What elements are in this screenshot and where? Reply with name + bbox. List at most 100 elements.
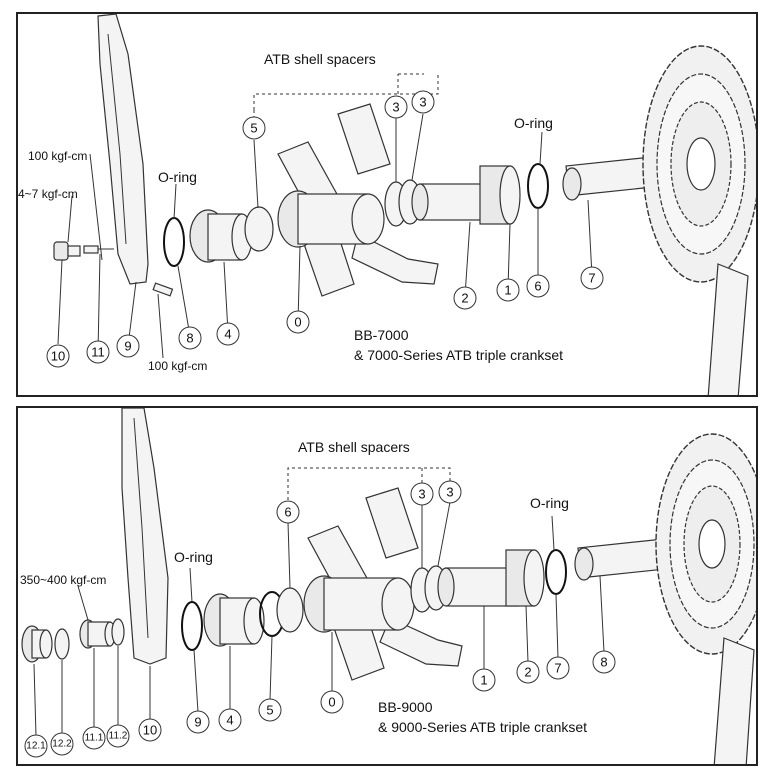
svg-text:9: 9 bbox=[194, 715, 201, 730]
svg-text:3: 3 bbox=[418, 487, 425, 502]
svg-text:4: 4 bbox=[226, 713, 233, 728]
svg-text:4: 4 bbox=[224, 327, 231, 342]
svg-text:11.2: 11.2 bbox=[109, 731, 128, 742]
bolt-washer bbox=[111, 618, 125, 646]
callout-9: 9 bbox=[116, 334, 140, 358]
torque-label-c: 100 kgf-cm bbox=[148, 359, 207, 373]
model-title: BB-9000 bbox=[378, 699, 433, 715]
left-bb-cup bbox=[189, 209, 253, 263]
svg-text:3: 3 bbox=[419, 95, 426, 110]
svg-text:10: 10 bbox=[51, 349, 65, 364]
svg-text:6: 6 bbox=[284, 505, 291, 520]
model-subtitle: & 9000-Series ATB triple crankset bbox=[378, 719, 587, 735]
callout-4: 4 bbox=[216, 322, 240, 346]
o-ring-label-right: O-ring bbox=[514, 115, 553, 131]
left-crank-arm bbox=[97, 14, 149, 285]
callout-1: 1 bbox=[496, 278, 520, 302]
callout-0: 0 bbox=[286, 310, 310, 334]
torque-label-a: 350~400 kgf-cm bbox=[20, 573, 106, 587]
svg-text:12.1: 12.1 bbox=[26, 741, 46, 752]
chainrings bbox=[655, 433, 756, 655]
svg-text:7: 7 bbox=[554, 661, 561, 676]
callout-12-2: 12.2 bbox=[50, 732, 74, 756]
o-ring-right bbox=[527, 163, 549, 209]
right-bb-cup bbox=[411, 165, 521, 225]
crank-bolt bbox=[53, 241, 81, 261]
svg-text:2: 2 bbox=[524, 665, 531, 680]
frame-bb-shell bbox=[303, 487, 463, 681]
callout-4: 4 bbox=[218, 708, 242, 732]
svg-text:5: 5 bbox=[250, 121, 257, 136]
model-title: BB-7000 bbox=[354, 327, 409, 343]
o-ring-left bbox=[181, 601, 203, 651]
crank-cap bbox=[21, 625, 53, 663]
right-bb-cup bbox=[505, 549, 545, 607]
svg-text:10: 10 bbox=[143, 723, 157, 738]
chainrings bbox=[642, 45, 756, 283]
torque-label-a: 100 kgf-cm bbox=[28, 149, 87, 163]
callout-2: 2 bbox=[516, 660, 540, 684]
spacers-label: ATB shell spacers bbox=[264, 51, 376, 67]
o-ring-left bbox=[163, 217, 185, 267]
o-ring-right bbox=[545, 549, 567, 595]
callout-1: 1 bbox=[472, 668, 496, 692]
svg-text:11.1: 11.1 bbox=[85, 733, 104, 744]
callout-7: 7 bbox=[580, 266, 604, 290]
svg-text:11: 11 bbox=[91, 345, 105, 360]
crank-bolt bbox=[79, 619, 116, 649]
callout-10: 10 bbox=[138, 718, 162, 742]
pinch-bolt bbox=[83, 245, 114, 254]
o-ring-label-left: O-ring bbox=[174, 549, 213, 565]
shell-spacer-left bbox=[244, 206, 274, 252]
callout-9: 9 bbox=[186, 710, 210, 734]
svg-text:8: 8 bbox=[186, 331, 193, 346]
svg-text:9: 9 bbox=[124, 339, 131, 354]
svg-text:2: 2 bbox=[461, 291, 468, 306]
spacers-label: ATB shell spacers bbox=[298, 439, 410, 455]
svg-text:1: 1 bbox=[504, 283, 511, 298]
svg-text:0: 0 bbox=[328, 695, 335, 710]
crank-washer bbox=[54, 628, 70, 660]
spacers-bracket bbox=[287, 467, 451, 500]
callout-2: 2 bbox=[453, 286, 477, 310]
svg-text:3: 3 bbox=[446, 485, 453, 500]
leader-lines bbox=[57, 113, 593, 359]
callout-8: 8 bbox=[178, 326, 202, 350]
left-crank-arm bbox=[121, 408, 169, 665]
callout-8: 8 bbox=[592, 650, 616, 674]
callout-3b: 3 bbox=[438, 480, 462, 504]
svg-text:12.2: 12.2 bbox=[52, 739, 72, 750]
o-ring-label-left: O-ring bbox=[158, 169, 197, 185]
shell-spacer-left bbox=[276, 587, 304, 633]
callout-3a: 3 bbox=[410, 482, 434, 506]
callout-11-1: 11.1 bbox=[82, 726, 106, 750]
svg-text:7: 7 bbox=[588, 271, 595, 286]
callout-12-1: 12.1 bbox=[24, 734, 48, 758]
callout-5: 5 bbox=[242, 116, 266, 140]
callout-6: 6 bbox=[276, 500, 300, 524]
callout-10: 10 bbox=[46, 344, 70, 368]
svg-text:1: 1 bbox=[480, 673, 487, 688]
bb7000-exploded-view: 10 11 9 8 4 0 5 3 3 2 1 6 7 ATB shell sp… bbox=[18, 14, 756, 395]
frame-bb-shell bbox=[277, 103, 439, 297]
callout-3b: 3 bbox=[411, 90, 435, 114]
callout-11: 11 bbox=[86, 340, 110, 364]
callout-5: 5 bbox=[258, 698, 282, 722]
callout-0: 0 bbox=[320, 690, 344, 714]
o-ring-label-right: O-ring bbox=[530, 495, 569, 511]
bb9000-exploded-view: 12.1 12.2 11.1 11.2 10 9 4 5 0 6 3 3 1 2… bbox=[20, 408, 756, 764]
callout-11-2: 11.2 bbox=[106, 724, 130, 748]
svg-text:3: 3 bbox=[392, 100, 399, 115]
torque-label-b: 4~7 kgf-cm bbox=[18, 187, 78, 201]
right-crank-arm bbox=[707, 263, 749, 395]
svg-text:5: 5 bbox=[266, 703, 273, 718]
svg-text:0: 0 bbox=[294, 315, 301, 330]
diagram-panel-bb9000: 12.1 12.2 11.1 11.2 10 9 4 5 0 6 3 3 1 2… bbox=[16, 406, 758, 766]
model-subtitle: & 7000-Series ATB triple crankset bbox=[354, 347, 563, 363]
right-crank-arm bbox=[713, 637, 755, 764]
callout-3a: 3 bbox=[384, 95, 408, 119]
diagram-panel-bb7000: 10 11 9 8 4 0 5 3 3 2 1 6 7 ATB shell sp… bbox=[16, 12, 758, 397]
callout-7: 7 bbox=[546, 656, 570, 680]
svg-text:8: 8 bbox=[600, 655, 607, 670]
callout-6: 6 bbox=[526, 274, 550, 298]
